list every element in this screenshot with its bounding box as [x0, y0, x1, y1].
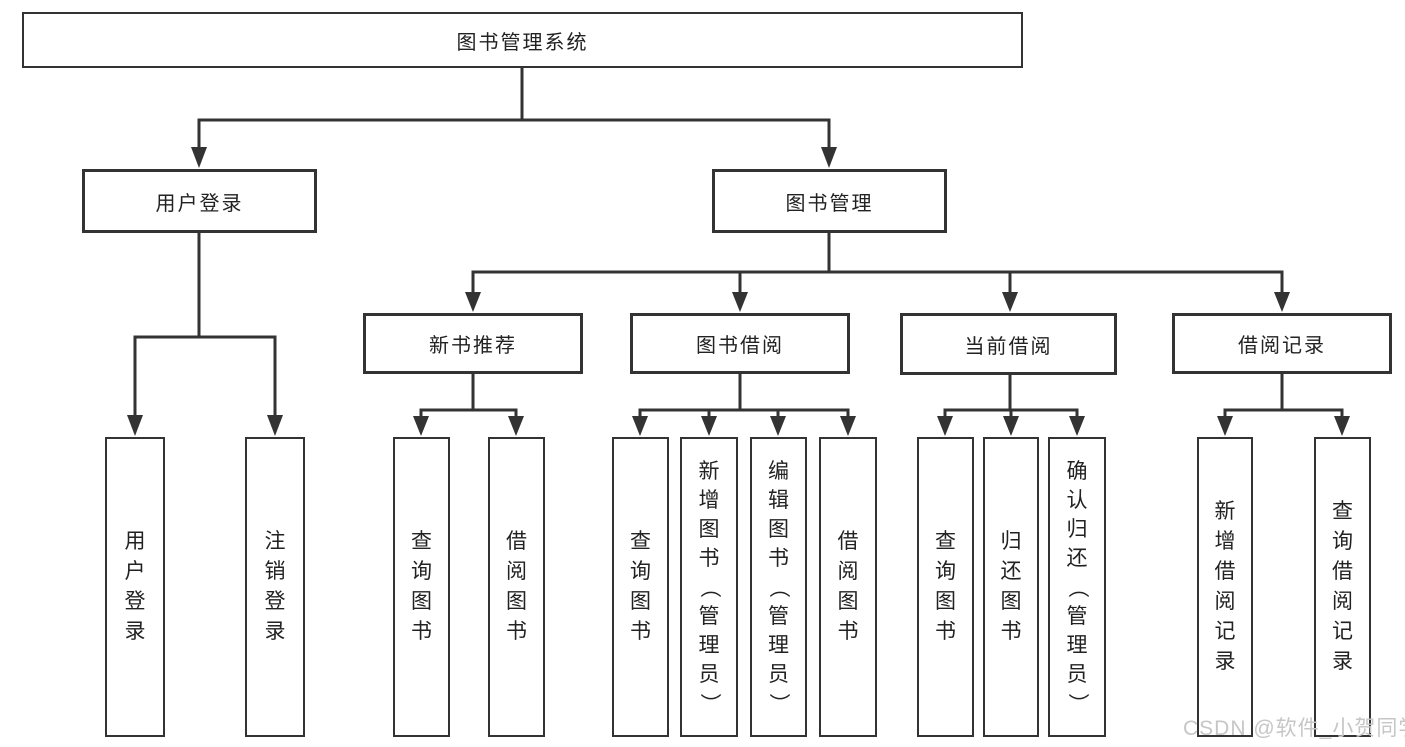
node-current-borrow: 当前借阅 — [900, 313, 1117, 375]
node-book-management-label: 图书管理 — [785, 192, 874, 215]
node-book-management: 图书管理 — [712, 169, 947, 233]
node-edit-book-admin: 编辑图书（管理员） — [750, 437, 807, 737]
node-book-borrow-label: 图书借阅 — [696, 335, 784, 357]
node-add-book-admin: 新增图书（管理员） — [680, 437, 738, 737]
node-new-book-recommend-label: 新书推荐 — [429, 335, 517, 357]
node-book-borrow: 图书借阅 — [630, 313, 850, 374]
node-query-books-recommend: 查询图书 — [393, 437, 450, 737]
csdn-watermark: CSDN @软件_小贺同学 — [1183, 717, 1405, 740]
node-user-login: 用户登录 — [82, 169, 317, 233]
node-logout-leaf: 注销登录 — [245, 437, 305, 737]
node-user-login-leaf: 用户登录 — [105, 437, 165, 737]
node-new-book-recommend: 新书推荐 — [363, 313, 583, 374]
node-borrow-records-label: 借阅记录 — [1238, 335, 1326, 357]
node-confirm-return-admin: 确认归还（管理员） — [1048, 437, 1106, 737]
node-current-borrow-label: 当前借阅 — [964, 335, 1053, 358]
node-library-system: 图书管理系统 — [22, 12, 1023, 68]
node-borrow-records: 借阅记录 — [1172, 313, 1392, 374]
node-query-books-current: 查询图书 — [917, 437, 974, 737]
node-user-login-label: 用户登录 — [155, 192, 244, 215]
node-query-books-borrow: 查询图书 — [612, 437, 669, 737]
node-query-borrow-record: 查询借阅记录 — [1314, 437, 1371, 737]
node-add-borrow-record: 新增借阅记录 — [1197, 437, 1253, 737]
node-borrow-books-recommend: 借阅图书 — [488, 437, 545, 737]
node-library-system-label: 图书管理系统 — [456, 31, 589, 54]
arrowheads — [127, 147, 1350, 436]
node-return-book: 归还图书 — [983, 437, 1039, 737]
node-borrow-books-borrow: 借阅图书 — [819, 437, 877, 737]
